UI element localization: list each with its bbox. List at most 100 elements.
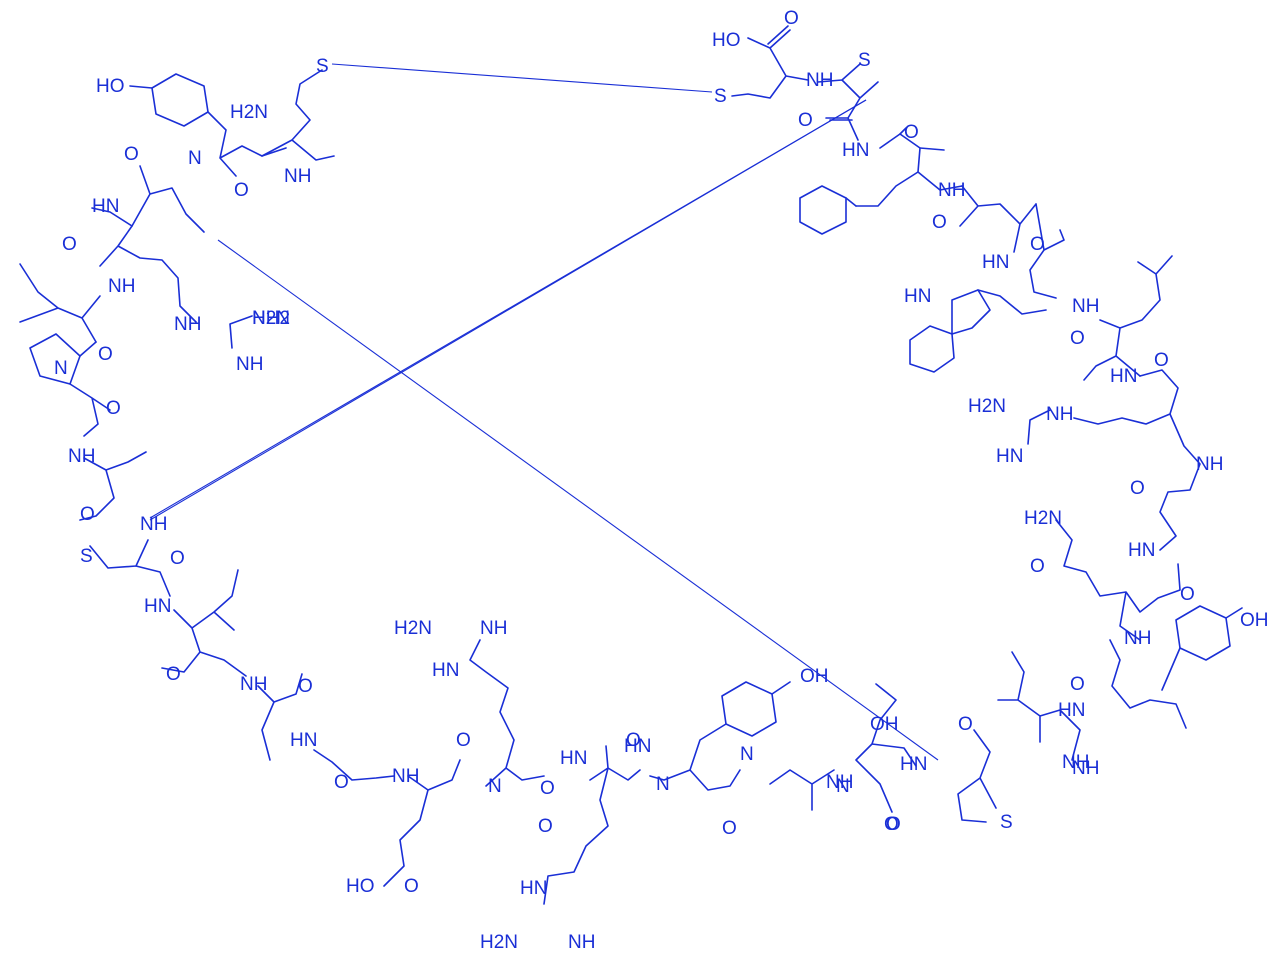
atom-label-o: O	[140, 934, 155, 955]
bond-path	[383, 759, 461, 887]
atom-label-nh: NH	[140, 514, 167, 535]
atom-label-o: O	[234, 180, 249, 201]
atom-label-nh: NH	[284, 166, 311, 187]
atom-label-nh: NH	[1124, 628, 1151, 649]
bond-path	[129, 85, 287, 177]
atom-label-o: O	[1070, 674, 1085, 695]
atom-label-hn: HN	[92, 196, 119, 217]
atom-label-o: O	[798, 110, 813, 131]
bond-path	[161, 569, 247, 677]
bond-path	[89, 539, 171, 597]
atom-label-o: O	[1154, 350, 1169, 371]
atom-label-o: O	[1130, 478, 1145, 499]
atom-label-o: O	[62, 234, 77, 255]
atom-label-hn: HN	[1110, 366, 1137, 387]
atom-label-hn: HN	[290, 730, 317, 751]
bond-path	[959, 185, 1037, 253]
atom-label-hn: HN	[996, 446, 1023, 467]
atom-label-o: O	[1180, 584, 1195, 605]
bond-path	[649, 681, 791, 791]
bond-path	[1029, 203, 1065, 299]
atom-label-oh: OH	[1240, 610, 1269, 631]
atom-label-o: O	[784, 8, 799, 29]
atom-label-s: S	[80, 546, 93, 567]
atom-label-s: S	[858, 50, 871, 71]
bond-path	[469, 639, 545, 787]
atom-label-nh: NH	[938, 180, 965, 201]
atom-label-h2n: H2N	[394, 618, 432, 639]
bond-path	[1159, 413, 1201, 551]
atom-label-o: O	[170, 548, 185, 569]
disulfide-bridge-line	[331, 63, 713, 93]
atom-label-o: O	[80, 504, 95, 525]
indole-ring-five	[951, 289, 991, 335]
atom-label-h2n: H2N	[230, 102, 268, 123]
bond-path	[855, 683, 917, 813]
bond-path	[1109, 639, 1187, 729]
bond-path	[229, 315, 253, 349]
atom-label-n: N	[54, 358, 68, 379]
atom-label-s: S	[1000, 812, 1013, 833]
atom-label-n: N	[836, 776, 850, 797]
atom-label-hn: HN	[900, 754, 927, 775]
atom-label-o: O	[456, 730, 471, 751]
atom-label-h2n: H2N	[480, 932, 518, 953]
atom-label-ho: HO	[712, 30, 741, 51]
atom-label-nh: NH	[1196, 454, 1223, 475]
skeleton-bonds	[19, 25, 1243, 905]
atom-label-o: O	[1030, 234, 1045, 255]
bond-path	[313, 749, 395, 781]
atom-label-o: O	[626, 730, 641, 751]
atom-label-nh: NH	[174, 314, 201, 335]
bond-path	[997, 651, 1081, 761]
bond-path	[845, 197, 857, 207]
atom-label-s: S	[714, 86, 727, 107]
atom-label-hn: HN	[520, 878, 547, 899]
disulfide-bridge-line	[149, 99, 867, 519]
atom-label-hn: HN	[560, 748, 587, 769]
phenol-ring	[151, 73, 209, 127]
bond-path	[1083, 255, 1173, 381]
pyrrolidine-ring	[29, 333, 81, 385]
atom-label-n: N	[740, 744, 754, 765]
atom-label-o: O	[538, 816, 553, 837]
atom-label-n: N	[656, 774, 670, 795]
bond-path	[69, 341, 111, 437]
atom-label-h2n: H2N	[252, 308, 290, 329]
bond-path	[91, 207, 197, 323]
atom-label-o: O	[722, 818, 737, 839]
bond-path	[257, 673, 303, 761]
atom-label-nh: NH	[568, 932, 595, 953]
bond-path	[543, 745, 641, 905]
bond-path	[769, 769, 835, 811]
atom-label-n: N	[188, 148, 202, 169]
atom-label-ho: HO	[346, 876, 375, 897]
atom-label-nh: NH	[480, 618, 507, 639]
atom-label-h2n: H2N	[1024, 508, 1062, 529]
atom-label-o: O	[1070, 328, 1085, 349]
atom-label-o: O	[98, 344, 113, 365]
bond-path	[131, 165, 205, 233]
atom-label-ho: HO	[96, 76, 125, 97]
bond-path	[1027, 409, 1051, 445]
atom-label-h2n: H2N	[968, 396, 1006, 417]
atom-label-o: O	[886, 814, 901, 835]
atom-label-o: O	[334, 772, 349, 793]
indole-ring	[909, 325, 955, 373]
atom-label-o: O	[540, 778, 555, 799]
atom-label-hn: HN	[432, 660, 459, 681]
disulfide-bridges	[149, 63, 939, 761]
bond-path	[957, 729, 997, 823]
atom-label-nh: NH	[806, 70, 833, 91]
atom-label-nh: NH	[236, 354, 263, 375]
atom-label-s: S	[316, 56, 329, 77]
atom-label-nh: NH	[1062, 752, 1089, 773]
atom-label-nh: NH	[392, 766, 419, 787]
bond-path	[1055, 519, 1181, 641]
phenol-ring	[1175, 605, 1231, 661]
atom-label-o: O	[404, 876, 419, 897]
atom-label-o: O	[958, 714, 973, 735]
atom-label-o: O	[884, 814, 899, 835]
